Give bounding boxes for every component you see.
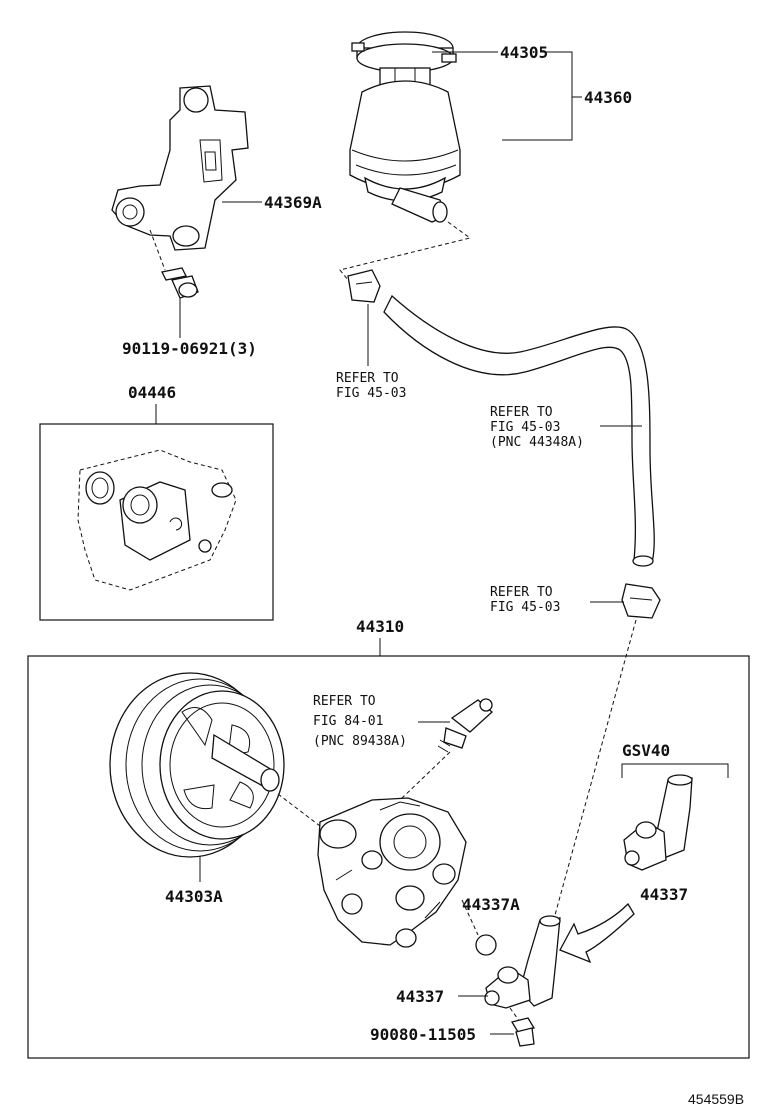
- hose-clamp-upper: [347, 269, 381, 303]
- gasket-kit-parts: [77, 449, 237, 591]
- reservoir-cap-44305: [351, 31, 457, 73]
- ref4-line1: REFER TO: [313, 694, 376, 709]
- ref2-line2: FIG 45-03: [490, 420, 560, 435]
- ref1-line2: FIG 45-03: [336, 386, 406, 401]
- union-fitting-44337-lower: [484, 915, 561, 1009]
- label-44360: 44360: [584, 88, 632, 107]
- label-44369A: 44369A: [264, 193, 322, 212]
- label-44337A: 44337A: [462, 895, 520, 914]
- label-44305: 44305: [500, 43, 548, 62]
- pressure-switch: [437, 698, 493, 753]
- union-fitting-44337-gsv40: [623, 774, 693, 871]
- label-04446: 04446: [128, 383, 176, 402]
- bracket-44369A: [111, 85, 249, 251]
- ref2-line3: (PNC 44348A): [490, 435, 584, 450]
- label-44337-right: 44337: [640, 885, 688, 904]
- ref1-line1: REFER TO: [336, 371, 399, 386]
- ref3-line1: REFER TO: [490, 585, 553, 600]
- bolt-90080-11505: [510, 1017, 536, 1047]
- gasket-kit-box: [39, 423, 274, 621]
- hose-clamp-lower: [621, 583, 661, 619]
- reservoir-assembly: [349, 31, 461, 223]
- label-44303A: 44303A: [165, 887, 223, 906]
- bolt-90119-06921: [161, 267, 199, 299]
- label-90080-11505: 90080-11505: [370, 1025, 476, 1044]
- label-90119-06921: 90119-06921(3): [122, 339, 257, 358]
- direction-arrow: [559, 902, 635, 964]
- figure-code: 454559B: [688, 1091, 744, 1107]
- ref4-line3: (PNC 89438A): [313, 734, 407, 749]
- ref2-line1: REFER TO: [490, 405, 553, 420]
- pulley-44303A: [109, 672, 285, 858]
- return-hose: [383, 294, 655, 567]
- label-44310: 44310: [356, 617, 404, 636]
- pump-assembly-box: [27, 655, 750, 1059]
- label-gsv40: GSV40: [622, 741, 670, 760]
- label-44337-bottom: 44337: [396, 987, 444, 1006]
- ref4-line2: FIG 84-01: [313, 714, 383, 729]
- ref3-line2: FIG 45-03: [490, 600, 560, 615]
- power-steering-pump-body: [317, 797, 467, 948]
- o-ring-44337A: [475, 934, 497, 956]
